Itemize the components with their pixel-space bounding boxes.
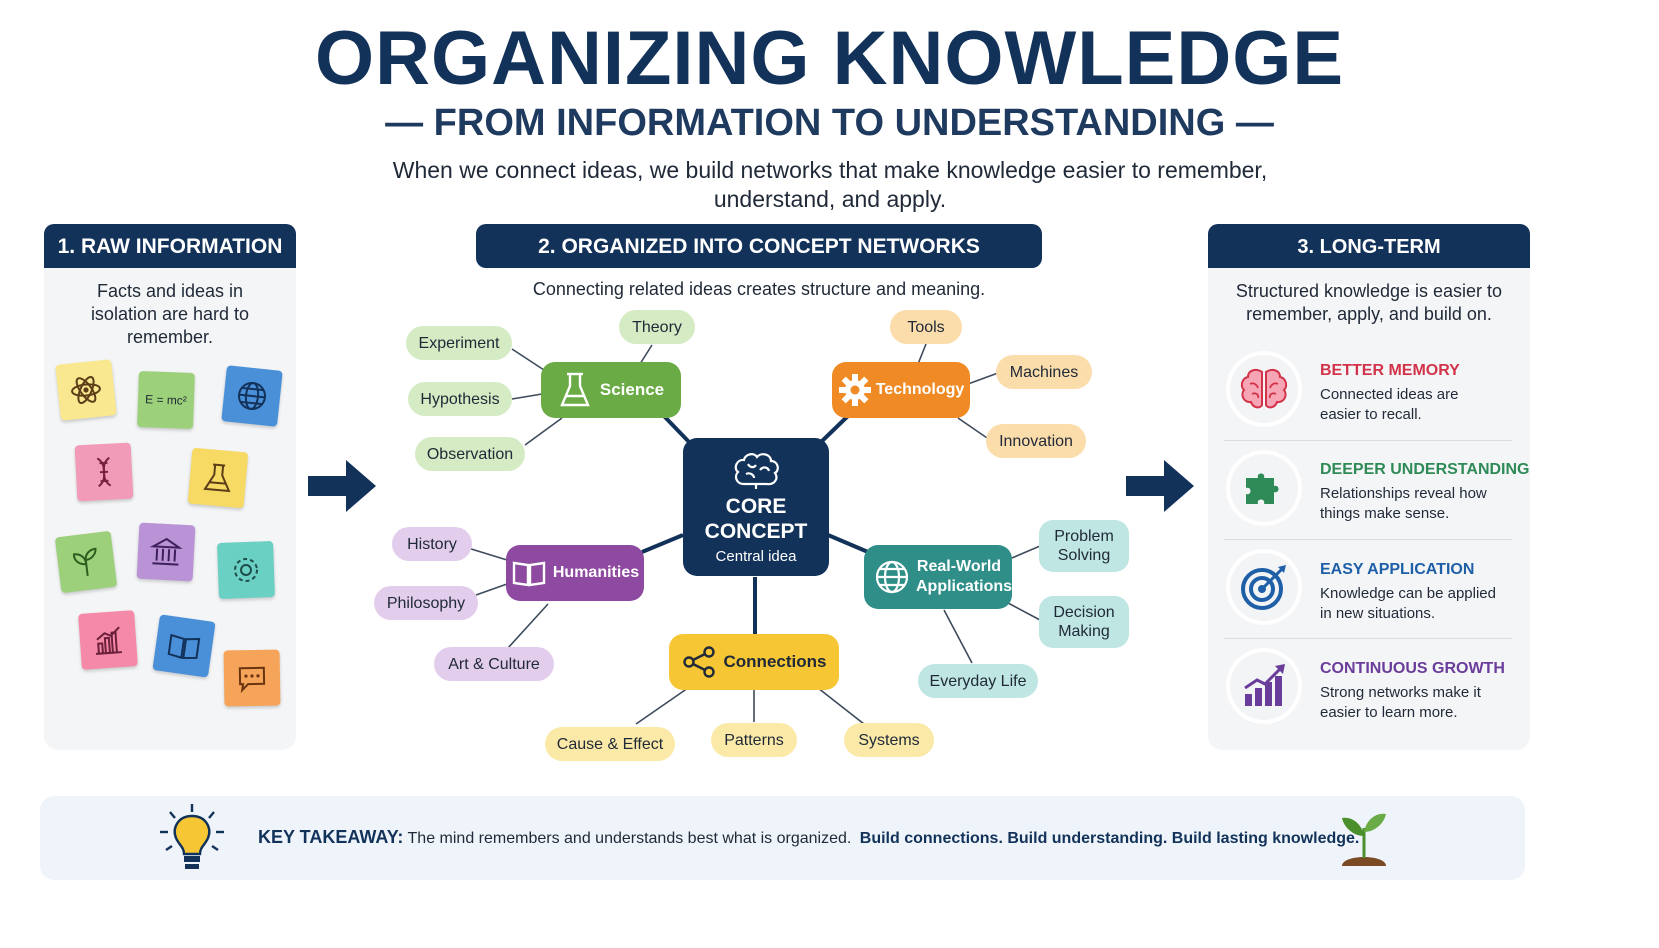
seedling-icon bbox=[1342, 813, 1386, 866]
leaf-systems: Systems bbox=[844, 723, 934, 757]
benefit-description: Knowledge can be applied in new situatio… bbox=[1320, 585, 1496, 622]
humanities-node: Humanities bbox=[506, 545, 644, 601]
leaf-history: History bbox=[392, 527, 472, 561]
leaf-everyday-life: Everyday Life bbox=[918, 664, 1038, 698]
takeaway-text: The mind remembers and understands best … bbox=[407, 830, 852, 847]
flask-icon bbox=[560, 372, 590, 407]
arrow-right-icon bbox=[1126, 460, 1194, 512]
arrow-right-icon bbox=[308, 460, 376, 512]
core-concept-title: CORE CONCEPT bbox=[704, 494, 808, 543]
gear-note bbox=[217, 541, 275, 599]
brain-icon bbox=[1240, 368, 1288, 409]
gear-icon bbox=[234, 557, 259, 582]
leaf-innovation: Innovation bbox=[986, 424, 1086, 458]
leaf-machines: Machines bbox=[996, 355, 1092, 389]
globe-icon bbox=[237, 382, 266, 410]
leaf-art-culture: Art & Culture bbox=[434, 647, 554, 681]
panel-title: 1. RAW INFORMATION bbox=[44, 224, 296, 268]
page-subtitle: — FROM INFORMATION TO UNDERSTANDING — bbox=[385, 102, 1274, 144]
takeaway-label: KEY TAKEAWAY: bbox=[258, 827, 404, 847]
technology-node: Technology bbox=[832, 362, 970, 418]
benefit-title: DEEPER UNDERSTANDING bbox=[1320, 461, 1530, 478]
benefit-divider bbox=[1224, 539, 1512, 540]
book-icon bbox=[167, 633, 201, 660]
atom-note bbox=[55, 359, 117, 421]
target-icon bbox=[1241, 565, 1286, 610]
leaf-experiment: Experiment bbox=[406, 326, 512, 360]
benefit-icon-circle bbox=[1226, 549, 1302, 625]
applications-node: Real-World Applications bbox=[864, 545, 1012, 609]
lightbulb-icon bbox=[160, 804, 224, 869]
share-icon bbox=[682, 646, 715, 678]
science-label: Science bbox=[599, 380, 665, 399]
benefit-divider bbox=[1224, 638, 1512, 639]
leaf-tools: Tools bbox=[890, 310, 962, 344]
panel-description: Structured knowledge is easier to rememb… bbox=[1235, 281, 1503, 324]
panel-description: Facts and ideas in isolation are hard to… bbox=[90, 281, 250, 347]
growth-chart-icon bbox=[1244, 664, 1285, 706]
globe-icon bbox=[875, 560, 909, 594]
benefit-title: BETTER MEMORY bbox=[1320, 362, 1460, 379]
flask-icon bbox=[203, 463, 231, 493]
leaf-cause-effect: Cause & Effect bbox=[545, 727, 675, 761]
bar-chart-icon bbox=[95, 626, 122, 655]
dna-icon bbox=[96, 456, 112, 488]
brain-icon bbox=[734, 452, 779, 489]
leaf-decision-making: Decision Making bbox=[1039, 596, 1129, 648]
benefit-title: CONTINUOUS GROWTH bbox=[1320, 660, 1505, 677]
applications-label: Real-World Applications bbox=[916, 558, 1013, 595]
panel-title: 3. LONG-TERM UNDERSTANDING bbox=[1208, 224, 1530, 304]
benefit-icon-circle bbox=[1226, 351, 1302, 427]
intro-text: When we connect ideas, we build networks… bbox=[392, 157, 1268, 212]
panel-title: 2. ORGANIZED INTO CONCEPT NETWORKS bbox=[476, 224, 1042, 268]
chat-bubble-icon bbox=[238, 666, 266, 694]
dna-note bbox=[74, 442, 134, 502]
leaf-patterns: Patterns bbox=[711, 723, 797, 757]
leaf-philosophy: Philosophy bbox=[374, 586, 478, 620]
globe-note bbox=[221, 365, 283, 427]
takeaway-text-row: KEY TAKEAWAY: The mind remembers and und… bbox=[258, 827, 1359, 848]
plant-icon bbox=[72, 547, 97, 577]
museum-icon bbox=[149, 537, 183, 566]
leaf-theory: Theory bbox=[619, 310, 695, 344]
plant-note bbox=[54, 530, 118, 594]
page-title: ORGANIZING KNOWLEDGE bbox=[314, 16, 1345, 101]
benefit-icon-circle bbox=[1226, 450, 1302, 526]
key-takeaway-banner bbox=[40, 796, 1525, 880]
leaf-hypothesis: Hypothesis bbox=[408, 382, 512, 416]
gear-icon bbox=[838, 374, 871, 406]
leaf-observation: Observation bbox=[415, 437, 525, 471]
core-concept-subtitle: Central idea bbox=[715, 547, 797, 565]
connections-label: Connections bbox=[723, 652, 827, 671]
benefit-divider bbox=[1224, 440, 1512, 441]
leaf-problem-solving: Problem Solving bbox=[1039, 520, 1129, 572]
benefit-icon-circle bbox=[1226, 648, 1302, 724]
takeaway-emphasis: Build connections. Build understanding. … bbox=[859, 830, 1360, 847]
museum-note bbox=[136, 522, 196, 582]
benefit-description: Strong networks make it easier to learn … bbox=[1320, 684, 1481, 721]
humanities-label: Humanities bbox=[552, 564, 640, 581]
atom-icon bbox=[71, 376, 101, 404]
panel-description: Connecting related ideas creates structu… bbox=[532, 279, 986, 299]
connections-node: Connections bbox=[669, 634, 839, 690]
benefit-title: EASY APPLICATION bbox=[1320, 561, 1475, 578]
chat-note bbox=[223, 649, 281, 707]
science-node: Science bbox=[541, 362, 681, 418]
flask-note bbox=[187, 447, 249, 509]
technology-label: Technology bbox=[875, 381, 965, 398]
chart-note bbox=[78, 610, 138, 670]
benefit-description: Relationships reveal how things make sen… bbox=[1320, 485, 1487, 522]
book-note bbox=[152, 614, 216, 678]
core-concept-node: CORE CONCEPT Central idea bbox=[683, 438, 829, 576]
book-icon bbox=[512, 561, 546, 587]
benefit-description: Connected ideas are easier to recall. bbox=[1320, 386, 1459, 423]
puzzle-icon bbox=[1246, 473, 1279, 504]
